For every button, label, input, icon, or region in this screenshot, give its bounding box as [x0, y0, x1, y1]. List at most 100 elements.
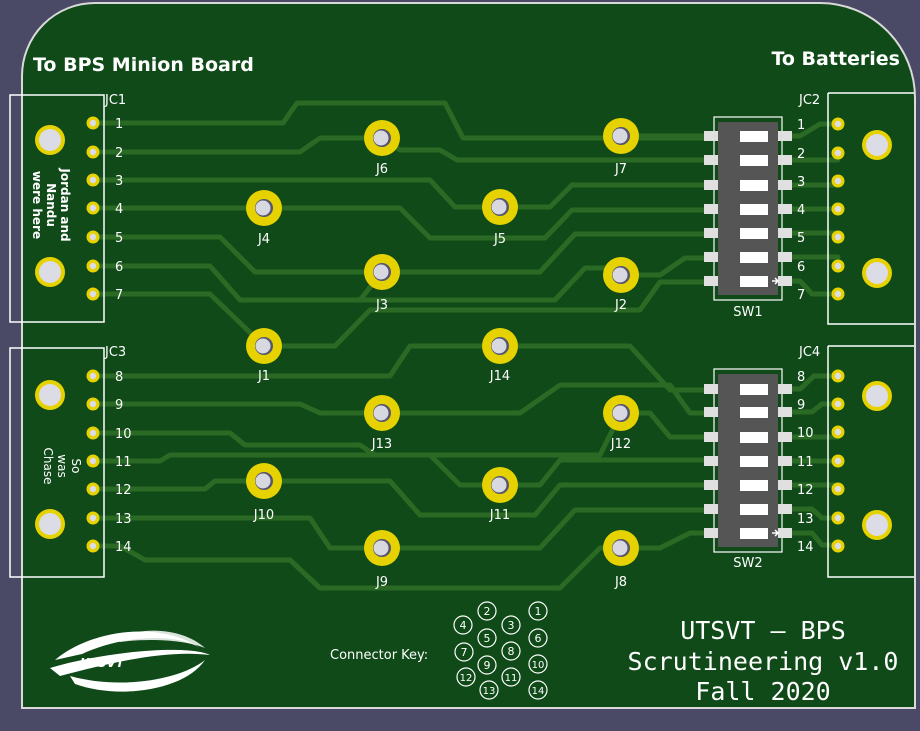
- jc3-pin: 14: [86, 539, 132, 555]
- arrow-icon: [772, 277, 780, 285]
- jumper-j12[interactable]: J12: [603, 395, 639, 452]
- switch-toggle[interactable]: [740, 155, 768, 166]
- dip-switch-sw1[interactable]: [704, 116, 792, 301]
- note-bottom: So was Chase: [41, 448, 83, 485]
- title-line-3: Fall 2020: [695, 677, 830, 706]
- jumper-j5[interactable]: J5: [482, 189, 518, 247]
- jumper-label: J10: [253, 508, 274, 523]
- jc1-pin-label: 3: [115, 174, 123, 189]
- switch-pad: [704, 384, 718, 394]
- jc4-outline: [827, 345, 914, 578]
- switch-pad: [704, 456, 718, 466]
- switch-toggle[interactable]: [740, 456, 768, 467]
- switch-pad: [704, 480, 718, 490]
- switch-toggle[interactable]: [740, 131, 768, 142]
- switch-toggle[interactable]: [740, 252, 768, 263]
- jumper-j10[interactable]: J10: [246, 463, 282, 523]
- jc3-pin-label: 13: [115, 512, 132, 527]
- jumper-j6[interactable]: J6: [364, 120, 400, 177]
- switch-toggle[interactable]: [740, 228, 768, 239]
- jumper-label: J5: [493, 232, 506, 247]
- mounting-hole: [862, 130, 892, 160]
- sw2-label: SW2: [733, 556, 762, 571]
- jc3-pin-label: 8: [115, 370, 123, 385]
- switch-toggle[interactable]: [740, 384, 768, 395]
- jumper-j11[interactable]: J11: [482, 467, 518, 523]
- switch-toggle[interactable]: [740, 276, 768, 287]
- jumper-j13[interactable]: J13: [364, 395, 400, 452]
- jc2-pin-label: 4: [797, 203, 805, 218]
- jc1-pin: 1: [86, 116, 123, 132]
- dip-switch-sw2[interactable]: [704, 368, 792, 553]
- jumper-j1[interactable]: J1: [246, 328, 282, 384]
- note-bottom-line-2: was: [55, 454, 69, 477]
- jc3-pin-label: 11: [115, 455, 132, 470]
- jc2-pin-label: 1: [797, 118, 805, 133]
- jc2-pin-label: 6: [797, 260, 805, 275]
- switch-pad: [778, 228, 792, 238]
- switch-toggle[interactable]: [740, 407, 768, 418]
- jumper-j2[interactable]: J2: [603, 257, 639, 313]
- key-pin: 9: [477, 655, 497, 675]
- jc1-pin: 4: [86, 201, 123, 217]
- jumper-j9[interactable]: J9: [364, 530, 400, 590]
- jumper-label: J9: [375, 575, 388, 590]
- switch-pad: [778, 432, 792, 442]
- switch-pad: [778, 276, 792, 286]
- jumper-j7[interactable]: J7: [603, 118, 639, 177]
- jumper-j14[interactable]: J14: [482, 328, 518, 384]
- jc4-pin: 13: [797, 511, 845, 527]
- switch-toggle[interactable]: [740, 504, 768, 515]
- switch-toggle[interactable]: [740, 528, 768, 539]
- jc1-pin-label: 4: [115, 202, 123, 217]
- jumper-j8[interactable]: J8: [603, 530, 639, 590]
- jc4-pin-label: 9: [797, 398, 805, 413]
- jc1-pin: 7: [86, 287, 123, 303]
- jc1-pin-label: 5: [115, 231, 123, 246]
- jc3-pin-label: 14: [115, 540, 132, 555]
- jc1-pin-label: 1: [115, 117, 123, 132]
- jc4-pin-label: 8: [797, 370, 805, 385]
- header-left-label: To BPS Minion Board: [33, 54, 254, 76]
- jc2-pin: 5: [797, 230, 845, 246]
- key-pin-number: 14: [532, 686, 545, 697]
- switch-pad: [704, 528, 718, 538]
- mounting-hole: [35, 257, 65, 287]
- jumper-j3[interactable]: J3: [364, 254, 400, 313]
- jc4-pin: 9: [797, 397, 845, 413]
- jc4-pin-label: 12: [797, 483, 814, 498]
- note-top-line-1: Jordan and: [58, 167, 72, 241]
- jc1-outline: [9, 94, 105, 323]
- jumper-j4[interactable]: J4: [246, 190, 282, 247]
- switch-pad: [778, 155, 792, 165]
- jumper-label: J13: [371, 437, 392, 452]
- switch-pad: [704, 432, 718, 442]
- jumper-label: J12: [610, 437, 631, 452]
- switch-toggle[interactable]: [740, 480, 768, 491]
- switch-toggle[interactable]: [740, 204, 768, 215]
- key-pin-number: 7: [461, 646, 468, 659]
- jc3-pin: 10: [86, 426, 132, 442]
- jc4-pin: 14: [797, 539, 845, 555]
- jc4-label: JC4: [798, 345, 820, 360]
- switch-pad: [778, 384, 792, 394]
- jc2-pin-label: 2: [797, 147, 805, 162]
- header-right-label: To Batteries: [771, 48, 900, 70]
- switch-pad: [778, 528, 792, 538]
- jc2-pin: 2: [797, 146, 845, 162]
- title-line-2: Scrutineering v1.0: [628, 647, 899, 676]
- switch-pad: [704, 276, 718, 286]
- jc4-pin-label: 11: [797, 455, 814, 470]
- mounting-hole: [862, 510, 892, 540]
- switch-toggle[interactable]: [740, 180, 768, 191]
- jc3-pin: 8: [86, 369, 123, 385]
- key-pin: 13: [479, 680, 499, 700]
- mounting-hole: [35, 380, 65, 410]
- jc2-label: JC2: [798, 93, 820, 108]
- switch-toggle[interactable]: [740, 432, 768, 443]
- key-pin-number: 6: [535, 632, 542, 645]
- jc3-pin: 11: [86, 454, 132, 470]
- jc1-pin: 2: [86, 145, 123, 161]
